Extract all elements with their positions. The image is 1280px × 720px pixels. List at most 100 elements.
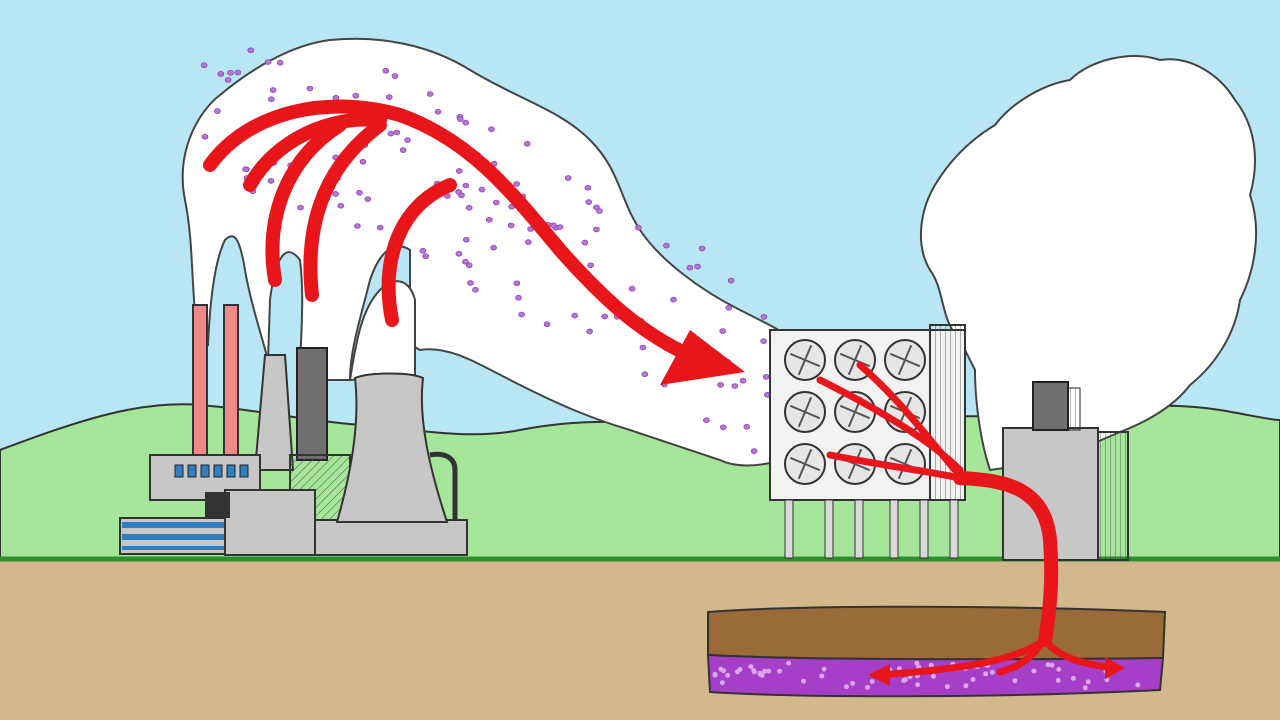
co2-particle xyxy=(694,263,701,270)
co2-particle xyxy=(639,344,647,351)
co2-particle xyxy=(247,47,255,54)
co2-particle xyxy=(465,262,473,269)
co2-particle xyxy=(399,147,407,153)
co2-particle xyxy=(571,312,579,319)
co2-particle xyxy=(635,224,642,231)
co2-particle xyxy=(276,59,284,66)
co2-particle xyxy=(507,222,515,229)
co2-particle xyxy=(550,222,557,229)
underground-storage-layer xyxy=(706,605,1167,698)
direct-air-capture-unit xyxy=(769,324,966,559)
co2-particle xyxy=(462,119,470,126)
co2-capture-arrows xyxy=(203,99,1125,686)
co2-particle xyxy=(455,168,463,174)
emission-plume xyxy=(181,37,801,467)
co2-particle xyxy=(465,205,473,211)
co2-particle xyxy=(581,239,589,246)
co2-particle xyxy=(739,377,747,384)
co2-particle xyxy=(523,140,531,147)
co2-particle xyxy=(760,314,768,320)
co2-particle xyxy=(391,73,399,79)
co2-particle xyxy=(376,224,384,231)
co2-particle xyxy=(750,448,758,454)
co2-particle xyxy=(601,313,609,320)
co2-particle xyxy=(455,189,462,195)
co2-particle xyxy=(515,294,522,301)
co2-particle xyxy=(663,242,670,249)
co2-particle xyxy=(492,199,500,206)
co2-particle xyxy=(422,253,429,260)
co2-particle xyxy=(467,280,474,286)
co2-particle xyxy=(488,126,495,133)
co2-particle xyxy=(593,226,600,233)
co2-particle xyxy=(382,67,390,74)
co2-particle xyxy=(354,223,361,229)
co2-particle xyxy=(743,423,751,430)
co2-particle xyxy=(490,244,497,251)
co2-particle xyxy=(387,130,395,137)
co2-particle xyxy=(404,137,411,143)
co2-particle xyxy=(201,133,209,140)
co2-particle xyxy=(462,258,469,265)
co2-particle xyxy=(719,424,727,431)
clean-air-plume xyxy=(919,55,1258,472)
co2-particle xyxy=(385,94,393,100)
co2-particle xyxy=(393,129,401,136)
co2-particle xyxy=(760,338,767,344)
co2-particle xyxy=(564,175,572,181)
co2-particle xyxy=(587,262,594,269)
co2-particle xyxy=(725,304,733,311)
co2-particle xyxy=(585,199,593,205)
co2-particle xyxy=(485,217,493,223)
cooling-tower xyxy=(335,372,458,523)
co2-particle xyxy=(462,182,470,189)
co2-particle xyxy=(297,204,304,211)
co2-particle xyxy=(478,186,486,193)
co2-particle xyxy=(686,264,694,271)
co2-particle xyxy=(234,69,242,76)
co2-particle xyxy=(670,296,677,303)
co2-particle xyxy=(472,286,479,293)
co2-particle xyxy=(359,158,367,165)
co2-particle xyxy=(214,108,221,114)
co2-particle xyxy=(462,236,470,243)
co2-particle xyxy=(731,383,739,389)
co2-particle xyxy=(717,382,724,388)
co2-particle xyxy=(518,311,525,318)
co2-particle xyxy=(456,116,464,122)
co2-particle xyxy=(513,181,521,187)
co2-particle xyxy=(200,62,208,68)
co2-particle xyxy=(356,190,363,196)
co2-particle xyxy=(596,208,603,214)
power-plant xyxy=(119,454,468,556)
co2-particle xyxy=(269,87,277,93)
co2-particle xyxy=(543,321,551,328)
co2-particle xyxy=(524,239,532,245)
co2-particle xyxy=(641,371,649,378)
co2-particle xyxy=(242,166,249,173)
co2-particle xyxy=(352,92,360,99)
co2-particle xyxy=(698,245,706,252)
co2-particle xyxy=(332,191,339,197)
co2-particle xyxy=(762,374,770,380)
fan-grid xyxy=(784,339,926,485)
co2-particle xyxy=(434,109,442,115)
co2-particle xyxy=(727,277,735,284)
co2-particle xyxy=(264,59,272,65)
co2-particle xyxy=(703,417,710,424)
co2-particle xyxy=(306,85,314,92)
co2-particle xyxy=(455,250,463,257)
co2-particle xyxy=(364,196,372,202)
co2-particle xyxy=(584,184,592,191)
injection-pipe xyxy=(953,471,1059,647)
co2-particle xyxy=(267,178,275,184)
co2-particle xyxy=(556,224,564,230)
co2-particle xyxy=(719,328,727,334)
co2-particle xyxy=(426,91,434,97)
co2-particle xyxy=(267,96,275,102)
co2-particle xyxy=(217,71,225,77)
co2-particle xyxy=(628,285,636,292)
co2-particle xyxy=(337,202,345,209)
co2-particle xyxy=(513,280,521,287)
